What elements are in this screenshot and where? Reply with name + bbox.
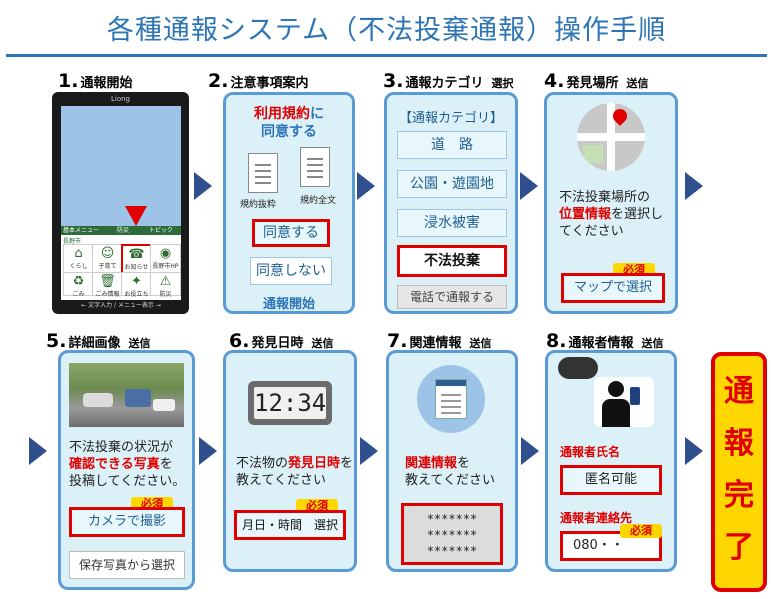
person-phone-icon bbox=[594, 377, 654, 427]
flow-arrow bbox=[685, 172, 703, 200]
document-icon[interactable] bbox=[300, 147, 330, 187]
datetime-text-red: 発見日時 bbox=[288, 456, 341, 471]
clock-icon: 12:34 bbox=[248, 381, 332, 425]
tile-bousai[interactable]: ⚠防災 bbox=[150, 272, 181, 298]
panel-location: 不法投棄場所の 位置情報を選択し てください 必須 マップで選択 bbox=[544, 92, 678, 314]
map-select-button[interactable]: マップで選択 bbox=[561, 273, 665, 303]
location-text-1: 不法投棄場所の bbox=[559, 190, 651, 205]
flow-arrow bbox=[29, 437, 47, 465]
datetime-select-button[interactable]: 月日・時間 選択 bbox=[234, 510, 346, 540]
saved-photo-button[interactable]: 保存写真から選択 bbox=[69, 551, 185, 579]
phone-frame: Liong 基本メニュー 防災 トピック 長野市 ⌂くらし ☺子育て ☎お知らせ… bbox=[52, 92, 189, 314]
phone-menu: 基本メニュー 防災 トピック 長野市 ⌂くらし ☺子育て ☎お知らせ ◉長野市H… bbox=[61, 226, 181, 300]
tile-kurashi[interactable]: ⌂くらし bbox=[63, 244, 94, 274]
panel-terms: 利用規約に 同意する 規約抜粋 規約全文 同意する 同意しない 通報開始 bbox=[223, 92, 355, 314]
panel-reporter: 通報者氏名 匿名可能 通報者連絡先 080・・ 必須 bbox=[545, 350, 677, 572]
required-badge: 必須 bbox=[620, 524, 662, 538]
doc-full-label: 規約全文 bbox=[300, 196, 337, 206]
panel-datetime: 12:34 不法物の発見日時を 教えてください 必須 月日・時間 選択 bbox=[223, 350, 357, 572]
clock-display: 12:34 bbox=[254, 387, 327, 419]
terms-head-red: 利用規約 bbox=[254, 106, 310, 122]
tile-report[interactable]: ☎お知らせ bbox=[121, 244, 152, 274]
flow-arrow bbox=[360, 437, 378, 465]
step-label-4: 4.発見場所送信 bbox=[544, 70, 649, 92]
flow-arrow bbox=[199, 437, 217, 465]
tile-useful[interactable]: ✦お役立ち bbox=[121, 272, 152, 298]
camera-button[interactable]: カメラで撮影 bbox=[69, 507, 185, 537]
step-label-1: 1.通報開始 bbox=[58, 70, 133, 92]
doc-excerpt-label: 規約抜粋 bbox=[240, 200, 277, 210]
category-flood[interactable]: 浸水被害 bbox=[397, 209, 507, 237]
phone-status: Liong bbox=[110, 95, 130, 103]
step-label-2: 2.注意事項案内 bbox=[208, 70, 309, 92]
phone-bottom-bar[interactable]: ← 文字入力 / メニュー表示 → bbox=[81, 302, 161, 309]
step-label-3: 3.通報カテゴリ選択 bbox=[383, 70, 514, 92]
tile-kosodate[interactable]: ☺子育て bbox=[92, 244, 123, 274]
panel-related: 関連情報を 教えてください ******* ******* ******* bbox=[386, 350, 518, 572]
terms-head-blue: 同意する bbox=[261, 124, 317, 140]
required-badge: 必須 bbox=[296, 499, 338, 513]
pointer-arrow-icon bbox=[125, 206, 147, 226]
phone-report-button[interactable]: 電話で通報する bbox=[397, 285, 507, 309]
phone-tab-topic[interactable]: トピック bbox=[148, 227, 173, 234]
name-label: 通報者氏名 bbox=[560, 445, 621, 459]
map-icon bbox=[577, 103, 645, 171]
panel-category: 【通報カテゴリ】 道 路 公園・遊園地 浸水被害 不法投棄 電話で通報する bbox=[384, 92, 518, 314]
category-illegal-dumping[interactable]: 不法投棄 bbox=[397, 245, 507, 277]
photo-text-red: 確認できる写真 bbox=[69, 457, 160, 472]
location-text-red: 位置情報 bbox=[559, 207, 612, 222]
disagree-button[interactable]: 同意しない bbox=[250, 257, 332, 285]
related-text-red: 関連情報 bbox=[405, 456, 458, 471]
report-complete-box: 通 報 完 了 bbox=[711, 352, 767, 592]
agree-button[interactable]: 同意する bbox=[252, 219, 330, 247]
flow-arrow bbox=[194, 172, 212, 200]
page-title: 各種通報システム（不法投棄通報）操作手順 bbox=[106, 15, 667, 46]
step-label-8: 8.通報者情報送信 bbox=[546, 330, 664, 352]
category-park[interactable]: 公園・遊園地 bbox=[397, 170, 507, 198]
note-icon bbox=[417, 365, 485, 433]
related-info-input[interactable]: ******* ******* ******* bbox=[401, 503, 503, 565]
panel-photo: 不法投棄の状況が 確認できる写真を 投稿してください。 必須 カメラで撮影 保存… bbox=[58, 350, 195, 590]
step-label-6: 6.発見日時送信 bbox=[229, 330, 334, 352]
tel-label: 通報者連絡先 bbox=[560, 511, 633, 525]
flow-arrow bbox=[357, 172, 375, 200]
dumping-photo bbox=[69, 363, 184, 427]
cloud-icon bbox=[558, 357, 598, 379]
tile-gomi-info[interactable]: 🗑ごみ情報 bbox=[92, 272, 123, 298]
phone-city: 長野市 bbox=[63, 238, 82, 245]
phone-screen bbox=[61, 106, 181, 226]
tile-city-hp[interactable]: ◉長野市HP bbox=[150, 244, 181, 274]
step-label-5: 5.詳細画像送信 bbox=[46, 330, 151, 352]
phone-tab-basic[interactable]: 基本メニュー bbox=[63, 227, 100, 234]
title-rule bbox=[6, 54, 767, 57]
name-input[interactable]: 匿名可能 bbox=[560, 465, 662, 495]
category-header: 【通報カテゴリ】 bbox=[398, 111, 503, 126]
document-icon[interactable] bbox=[248, 153, 278, 193]
start-report-label: 通報開始 bbox=[262, 297, 315, 312]
flow-arrow bbox=[685, 437, 703, 465]
tile-gomi[interactable]: ♻ごみ bbox=[63, 272, 94, 298]
step-label-7: 7.関連情報送信 bbox=[387, 330, 492, 352]
category-road[interactable]: 道 路 bbox=[397, 131, 507, 159]
flow-arrow bbox=[521, 437, 539, 465]
phone-tab-bousai[interactable]: 防災 bbox=[116, 227, 129, 234]
flow-arrow bbox=[520, 172, 538, 200]
tel-input[interactable]: 080・・ bbox=[560, 531, 662, 561]
